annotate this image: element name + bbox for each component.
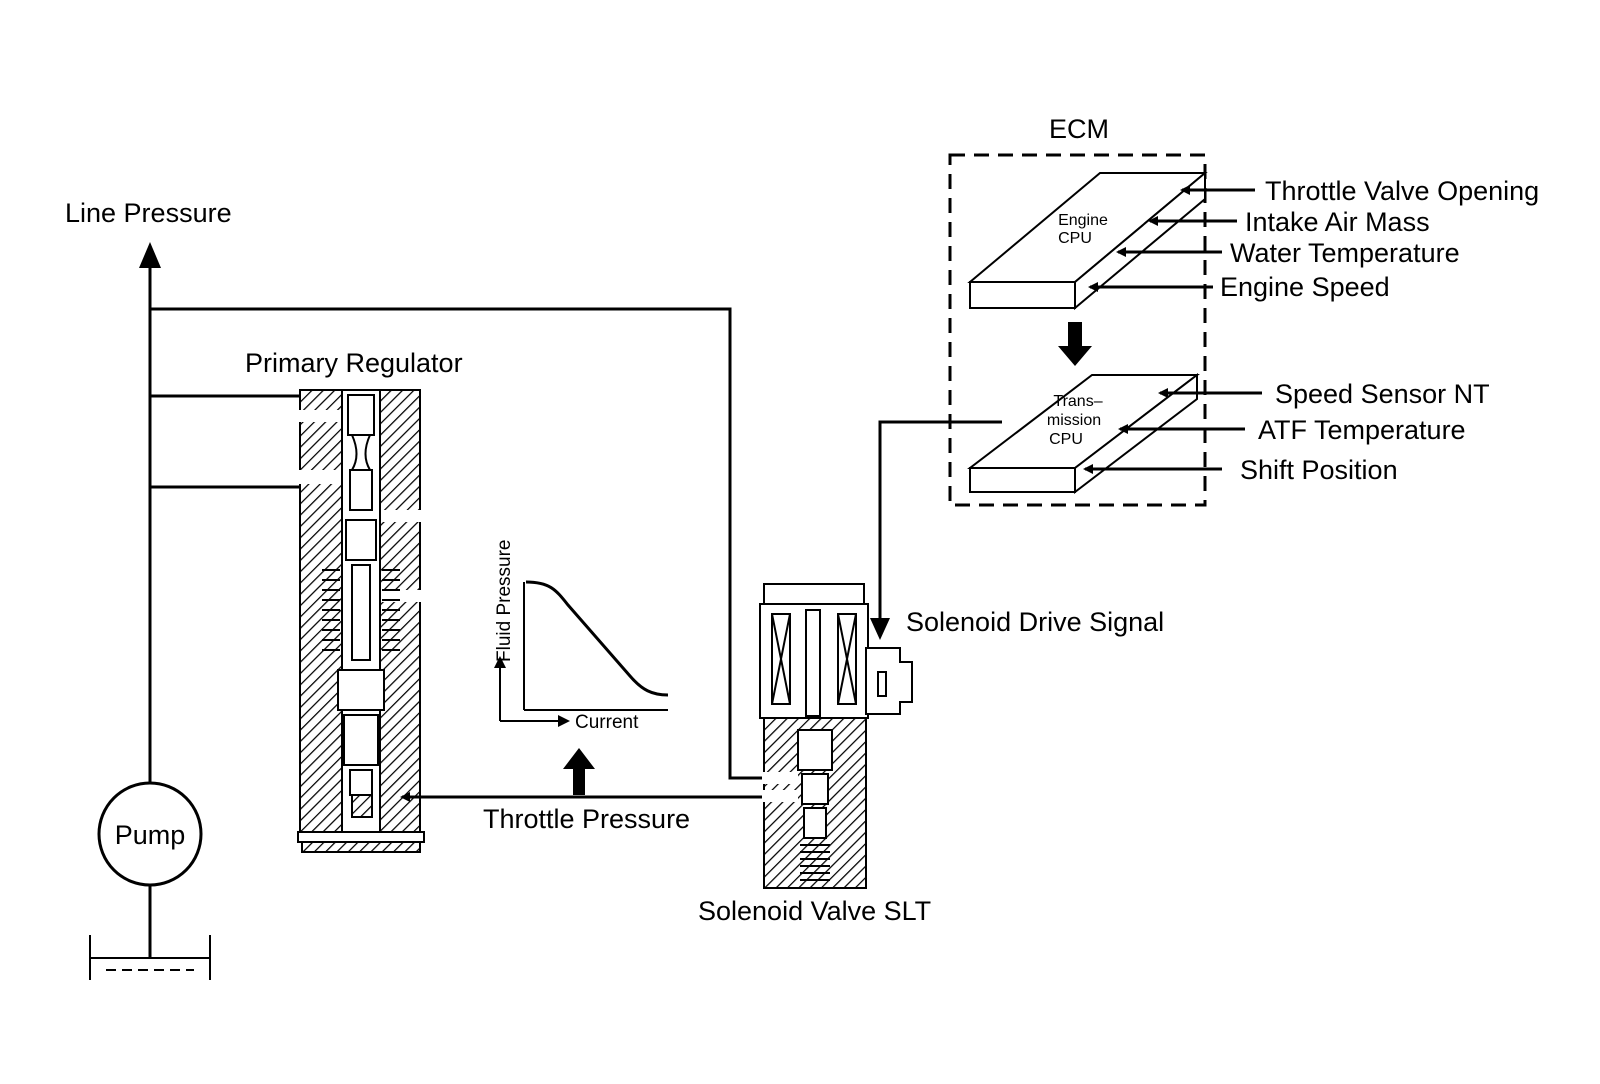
transmission-input-shift-position: Shift Position <box>1240 455 1398 485</box>
engine-cpu: Engine CPU <box>967 170 1208 311</box>
current-input-arrow <box>563 748 595 795</box>
engine-input-arrows <box>1088 185 1255 292</box>
engine-input-throttle-valve-opening: Throttle Valve Opening <box>1265 176 1539 206</box>
transmission-cpu-line2: mission <box>1047 412 1101 429</box>
engine-input-water-temperature: Water Temperature <box>1230 238 1460 268</box>
primary-regulator-valve <box>297 389 425 853</box>
throttle-pressure-label: Throttle Pressure <box>483 804 690 834</box>
line-pressure-to-solenoid <box>150 307 770 780</box>
graph-xlabel: Current <box>575 712 639 733</box>
engine-input-engine-speed: Engine Speed <box>1220 272 1390 302</box>
solenoid-valve-label: Solenoid Valve SLT <box>698 896 931 926</box>
ecm-label: ECM <box>1049 114 1109 144</box>
transmission-input-speed-sensor-nt: Speed Sensor NT <box>1275 379 1490 409</box>
transmission-cpu: Trans– mission CPU <box>967 372 1200 495</box>
transmission-cpu-line1: Trans– <box>1053 393 1102 410</box>
line-pressure-label: Line Pressure <box>65 198 232 228</box>
transmission-input-arrows <box>1083 388 1262 474</box>
line-pressure-arrow <box>139 242 161 268</box>
engine-cpu-line1: Engine <box>1058 212 1108 229</box>
engine-to-transmission-arrow <box>1058 322 1092 366</box>
solenoid-valve-slt <box>759 583 913 889</box>
primary-regulator-label: Primary Regulator <box>245 348 463 378</box>
pump: Pump <box>97 781 203 887</box>
engine-input-intake-air-mass: Intake Air Mass <box>1245 207 1430 237</box>
pump-label: Pump <box>115 820 186 850</box>
ecm-boundary <box>948 153 1207 507</box>
transmission-input-atf-temperature: ATF Temperature <box>1258 415 1466 445</box>
solenoid-drive-line <box>878 420 1002 622</box>
graph-ylabel: Fluid Pressure <box>494 540 515 663</box>
pressure-current-graph: Fluid Pressure Current <box>494 540 669 733</box>
solenoid-drive-signal-label: Solenoid Drive Signal <box>906 607 1164 637</box>
engine-cpu-line2: CPU <box>1058 230 1092 247</box>
solenoid-drive-arrow <box>870 618 890 640</box>
transmission-cpu-line3: CPU <box>1049 431 1083 448</box>
